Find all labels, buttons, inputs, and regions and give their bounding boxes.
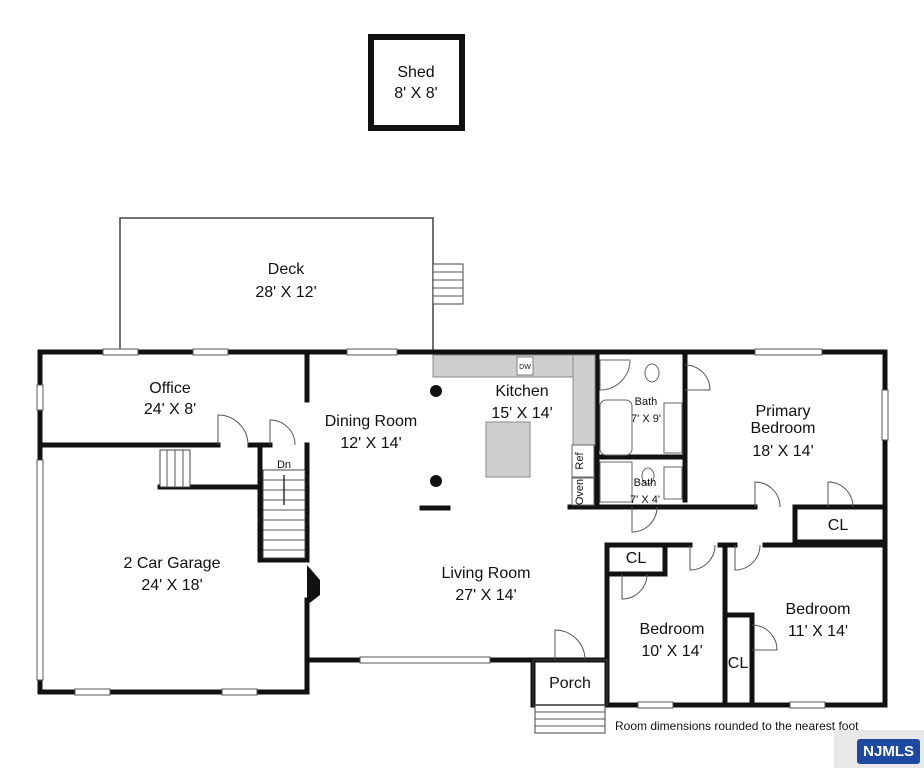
porch-outline [532, 659, 608, 706]
garage-steps [159, 449, 191, 488]
office-name: Office [149, 380, 191, 397]
oven-label: Oven [574, 479, 586, 505]
primary-bedroom-name-line1: Primary [755, 403, 810, 420]
porch-steps [534, 704, 606, 734]
refrigerator-label: Ref [574, 452, 586, 470]
garage-dims: 24' X 18' [141, 577, 202, 594]
bath2-name: Bath [634, 477, 657, 489]
kitchen-dims: 15' X 14' [491, 405, 552, 422]
office-dims: 24' X 8' [144, 401, 196, 418]
interior-walls [37, 352, 888, 708]
living-name: Living Room [442, 565, 531, 582]
primary-bedroom-dims: 18' X 14' [752, 443, 813, 460]
kitchen-name: Kitchen [495, 383, 548, 400]
mls-watermark: NJMLS [834, 730, 924, 768]
dishwasher-label: DW [519, 364, 531, 371]
stairs-down [262, 469, 306, 559]
deck-steps [432, 263, 464, 305]
dining-dims: 12' X 14' [340, 435, 401, 452]
bedroom3-dims: 11' X 14' [788, 623, 848, 640]
primary-bedroom-name-line2: Bedroom [751, 420, 816, 437]
pendant-light [430, 385, 442, 397]
bedroom2-name: Bedroom [640, 621, 705, 638]
living-dims: 27' X 14' [455, 587, 516, 604]
doors [217, 364, 854, 661]
shed-outline [368, 34, 465, 131]
shed-dims: 8' X 8' [394, 85, 437, 102]
closet-label: CL [828, 517, 849, 534]
fireplace-label: FP [309, 579, 316, 588]
garage-name: 2 Car Garage [124, 555, 221, 572]
deck-dims: 28' X 12' [255, 284, 316, 301]
dining-name: Dining Room [325, 413, 417, 430]
shed-name: Shed [397, 64, 434, 81]
fireplace [307, 565, 320, 605]
bath1-name: Bath [635, 396, 658, 408]
closet-label: CL [626, 550, 647, 567]
bath1-dims: 7' X 9' [631, 413, 661, 425]
closet-label: CL [728, 655, 749, 672]
kitchen-counters [432, 354, 596, 506]
bedroom3-name: Bedroom [786, 601, 851, 618]
mls-logo: NJMLS [857, 739, 920, 764]
pendant-light [430, 475, 442, 487]
dimension-note: Room dimensions rounded to the nearest f… [615, 719, 859, 733]
windows [36, 348, 889, 709]
porch-name: Porch [549, 675, 591, 692]
bedroom2-dims: 10' X 14' [641, 643, 702, 660]
stairs-down-label: Dn [277, 459, 291, 471]
bath-fixtures [599, 359, 683, 503]
deck-name: Deck [268, 261, 305, 278]
bath2-dims: 7' X 4' [630, 494, 660, 506]
